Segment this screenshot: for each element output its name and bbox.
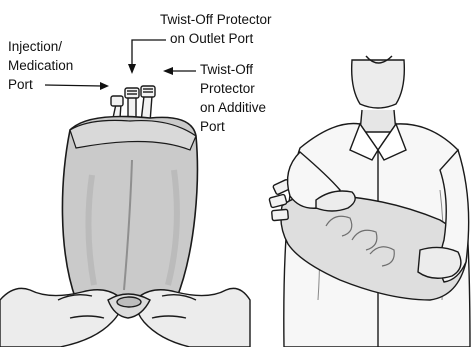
additive-protector-arrowhead [163,67,173,75]
left-hands [0,288,250,347]
outlet-protector-label: Twist-Off Protector on Outlet Port [160,12,275,46]
additive-protector-label: Twist-Off Protector on Additive Port [200,62,270,134]
injection-port-cap [111,96,123,106]
person-right-hand [418,247,461,278]
right-panel [269,56,470,347]
outlet-protector-cap [125,88,139,98]
injection-port-arrow-line [45,85,102,86]
person-chin [352,60,405,108]
outlet-protector-arrowhead [128,64,136,74]
person-neck [360,110,396,132]
injection-port-label: Injection/ Medication Port [8,39,77,92]
injection-port-arrowhead [100,82,109,90]
outlet-protector-arrow-line [132,40,166,66]
